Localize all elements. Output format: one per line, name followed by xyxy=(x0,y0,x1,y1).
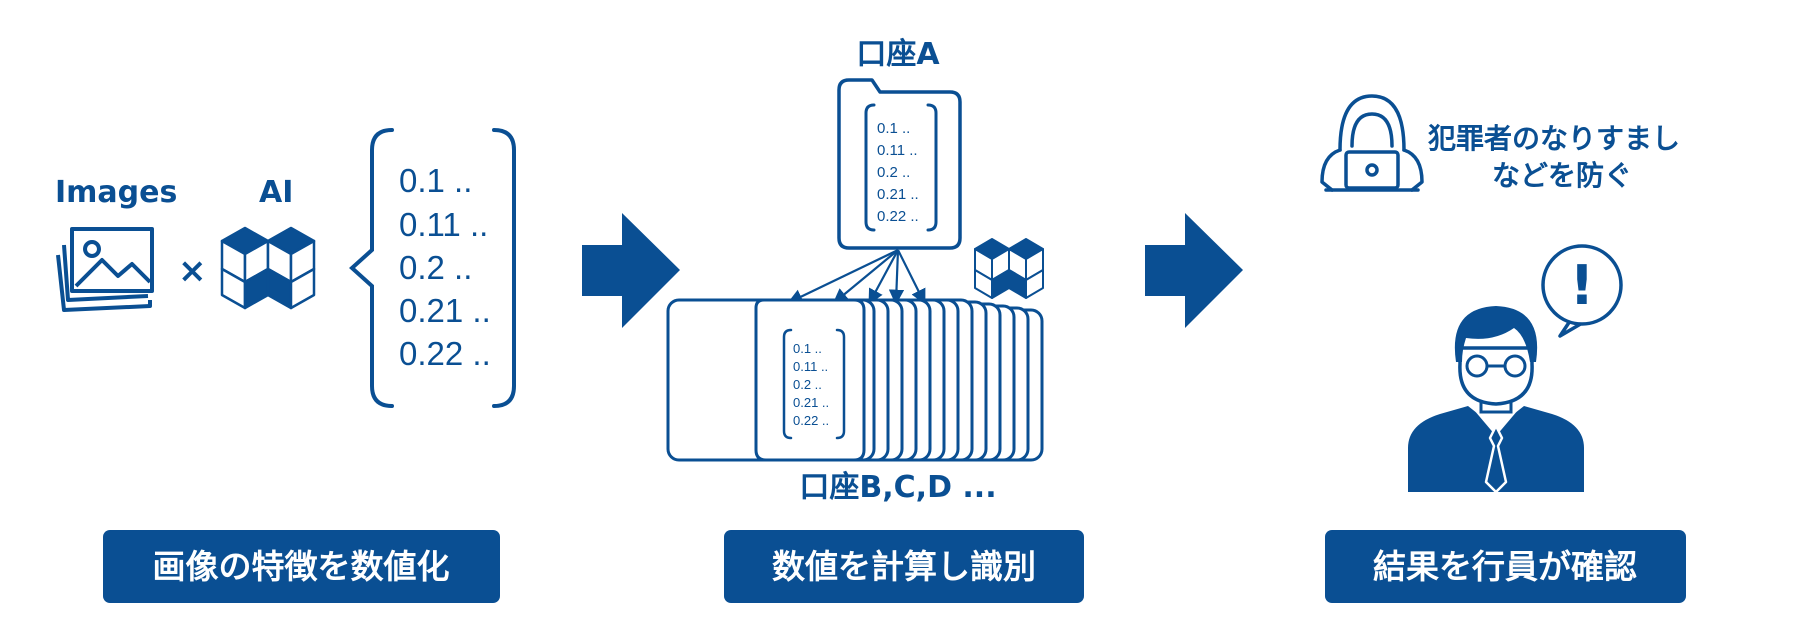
others-bracket xyxy=(782,328,846,440)
step3-title-box xyxy=(1325,530,1686,603)
arrow-right-icon xyxy=(1145,213,1243,328)
ai-cube-icon xyxy=(220,226,316,310)
others-label: 口座B,C,D ... xyxy=(799,470,996,505)
prevent-line2: などを防ぐ xyxy=(1492,159,1632,192)
vector-value: 0.1 .. xyxy=(399,162,472,199)
step2-title: 数値を計算し識別 xyxy=(772,547,1036,586)
account-a-value: 0.1 .. xyxy=(877,120,910,137)
step1-title-box xyxy=(103,530,500,603)
prevent-line1: 犯罪者のなりすまし xyxy=(1427,122,1680,155)
vector-value: 0.2 .. xyxy=(399,249,472,286)
vector-value: 0.11 .. xyxy=(399,206,488,243)
step2-title-box xyxy=(724,530,1084,603)
account-a-value: 0.22 .. xyxy=(877,208,919,225)
step3-title: 結果を行員が確認 xyxy=(1373,547,1637,586)
account-a-value: 0.21 .. xyxy=(877,186,919,203)
account-a-bracket xyxy=(864,103,938,232)
step1-title: 画像の特徴を数値化 xyxy=(153,547,450,586)
folder-icon xyxy=(837,78,962,250)
step1-group: Images AI × xyxy=(55,128,516,603)
ai-label: AI xyxy=(259,175,293,210)
images-label: Images xyxy=(55,175,177,210)
vector-value: 0.21 .. xyxy=(399,292,491,329)
speech-bubble-icon: ! xyxy=(1541,244,1623,338)
times-symbol: × xyxy=(178,251,207,291)
account-a-value: 0.2 .. xyxy=(877,164,910,181)
vector-bracket xyxy=(349,128,516,408)
others-value: 0.2 .. xyxy=(793,377,822,392)
others-value: 0.22 .. xyxy=(793,413,829,428)
step2-group: 口座A 0.1 .. 0.11 .. 0.2 .. 0.21 .. 0.22 .… xyxy=(666,37,1084,603)
others-value: 0.11 .. xyxy=(793,359,828,374)
comparison-arrows xyxy=(787,249,926,306)
banker-icon xyxy=(1408,306,1584,494)
others-value: 0.1 .. xyxy=(793,341,822,356)
account-a-value: 0.11 .. xyxy=(877,142,918,159)
images-icon xyxy=(56,227,154,312)
arrow-right-icon xyxy=(582,213,680,328)
others-value: 0.21 .. xyxy=(793,395,829,410)
account-a-label: 口座A xyxy=(856,37,940,72)
step3-group: 犯罪者のなりすまし などを防ぐ ! 結果を行員が確認 xyxy=(1320,94,1686,603)
vector-values: 0.1 .. 0.11 .. 0.2 .. 0.21 .. 0.22 .. xyxy=(399,162,491,372)
folder-stack xyxy=(666,298,1044,462)
ai-cube-icon xyxy=(974,238,1044,299)
account-a-values: 0.1 .. 0.11 .. 0.2 .. 0.21 .. 0.22 .. xyxy=(877,120,919,225)
vector-value: 0.22 .. xyxy=(399,335,491,372)
exclamation-mark: ! xyxy=(1570,254,1595,317)
others-values: 0.1 .. 0.11 .. 0.2 .. 0.21 .. 0.22 .. xyxy=(793,341,829,428)
hacker-icon xyxy=(1320,94,1424,192)
